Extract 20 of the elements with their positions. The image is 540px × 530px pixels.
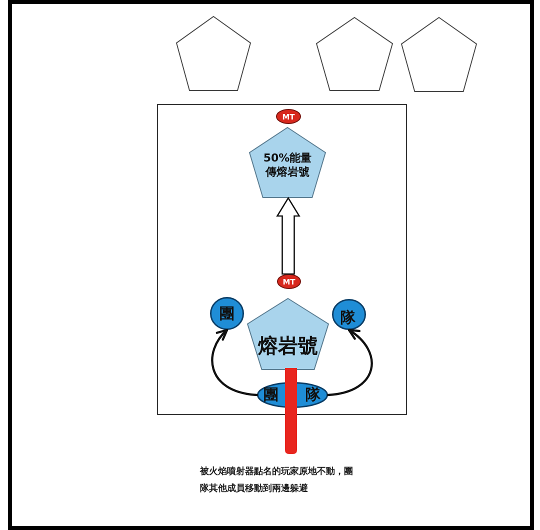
node-label: 熔岩號: [258, 334, 318, 358]
oval-tag: [276, 109, 301, 124]
empty-pentagon: [176, 16, 251, 91]
node-label: 團: [220, 304, 234, 323]
node-label: 50%能量傳熔岩號: [262, 151, 312, 179]
note-text: 被火焰噴射器點名的玩家原地不動，團隊其他成員移動到兩邊躲避: [200, 465, 354, 496]
frame-box: [157, 104, 407, 415]
node-label: 隊: [340, 308, 356, 328]
empty-pentagon: [316, 17, 393, 91]
node-label: 隊: [306, 386, 320, 404]
pentagon-node: [247, 298, 329, 370]
oval-tag: [277, 274, 301, 289]
curved-arrow: [211, 328, 258, 396]
empty-pentagon: [401, 17, 477, 92]
node-label: 團: [264, 386, 278, 404]
circle-node: [210, 297, 244, 330]
circle-node: [332, 299, 366, 330]
pentagon-node: [249, 127, 326, 198]
block-arrow: [276, 196, 300, 275]
curved-arrow: [326, 328, 373, 396]
